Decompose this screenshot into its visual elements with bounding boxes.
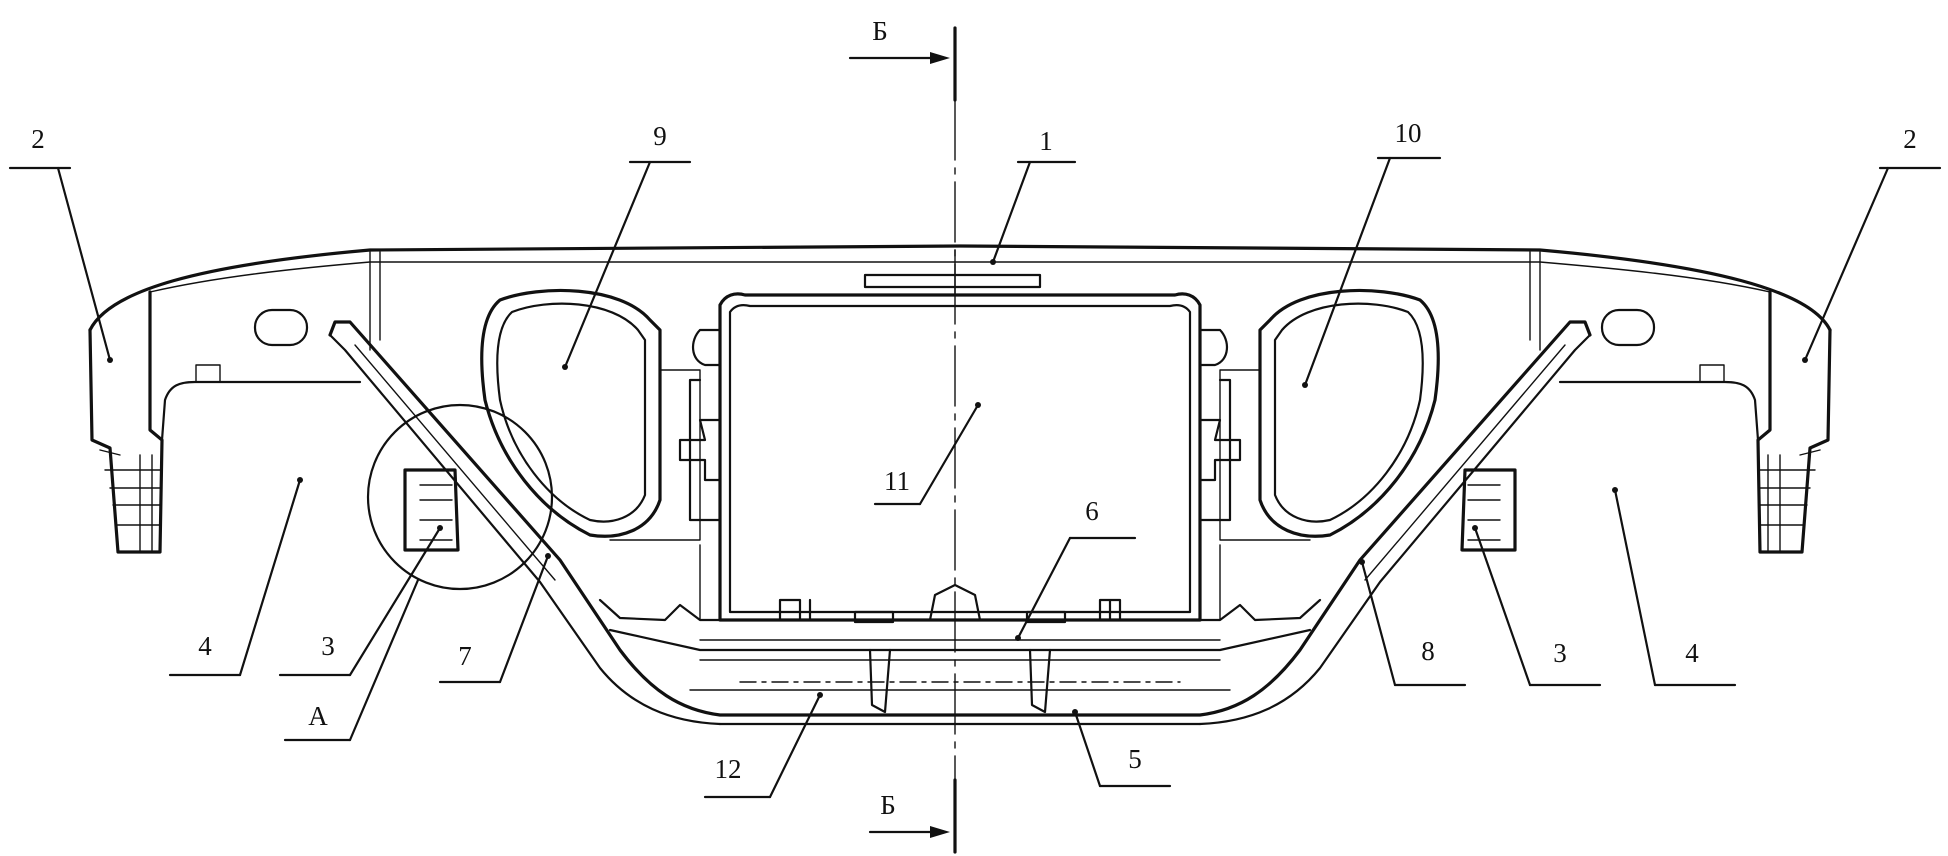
callout-10: 10 [1395, 118, 1422, 148]
callout-5: 5 [1128, 744, 1142, 774]
section-mark-top: Б [872, 16, 888, 46]
oval-openings [480, 288, 1440, 541]
brackets [403, 468, 1517, 552]
callout-8: 8 [1421, 636, 1435, 666]
callout-2-right: 2 [1903, 124, 1917, 154]
callout-12: 12 [715, 754, 742, 784]
inclined-arms [328, 320, 1592, 726]
section-line-b [848, 26, 957, 854]
callout-1: 1 [1039, 126, 1053, 156]
callout-2-left: 2 [31, 124, 45, 154]
callout-11: 11 [884, 466, 910, 496]
callout-4-right: 4 [1685, 638, 1699, 668]
section-mark-bottom: Б [880, 790, 896, 820]
central-window [678, 249, 1242, 622]
bottom-beam [598, 583, 1322, 714]
callout-3-left: 3 [321, 631, 335, 661]
frame-outline [88, 244, 1832, 554]
callout-9: 9 [653, 121, 667, 151]
callout-4-left: 4 [198, 631, 212, 661]
callout-7: 7 [458, 641, 472, 671]
detail-a-circle [366, 403, 554, 591]
callout-6: 6 [1085, 496, 1099, 526]
section-arrow-top-icon [930, 52, 950, 64]
leader-lines [8, 156, 1942, 799]
callout-labels: 1 2 2 9 10 11 6 4 3 7 А 12 5 8 3 4 Б Б [31, 16, 1917, 820]
callout-3-right: 3 [1553, 638, 1567, 668]
callout-detail-a: А [308, 701, 328, 731]
leader-dots [107, 259, 1808, 715]
section-arrow-bottom-icon [930, 826, 950, 838]
